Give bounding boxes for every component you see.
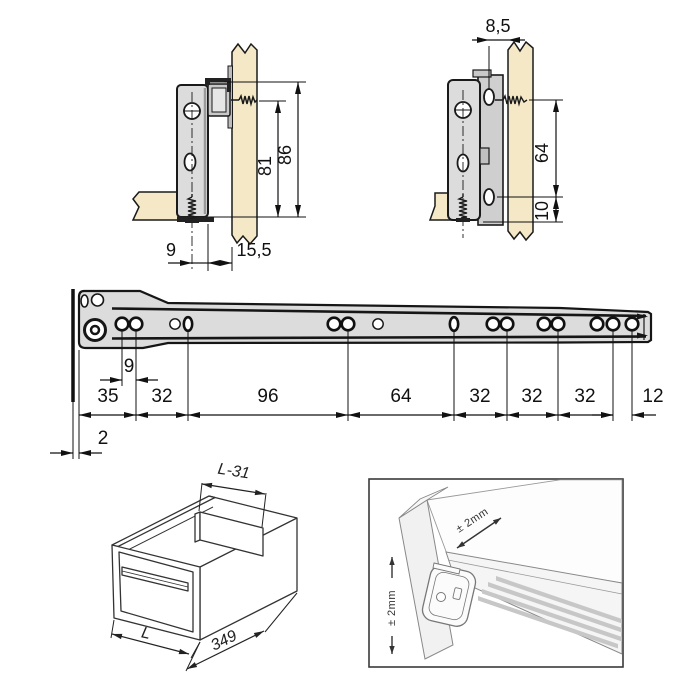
bracket-detail [421, 562, 477, 627]
screw-horizontal [231, 93, 258, 107]
bracket-side-view-diagram: 8,5 64 10 [428, 16, 563, 242]
dim-line-L31 [201, 482, 266, 496]
screw-head [185, 219, 199, 223]
back-plate-slot-top [483, 88, 495, 106]
screw-horizontal [495, 93, 528, 107]
back-plate-slot-bottom [483, 188, 495, 206]
rail-edge-line [447, 559, 623, 595]
dim-inner-width: L-31 [217, 462, 251, 482]
rail-slot-stripe [488, 582, 622, 633]
dim-seg-32b: 32 [469, 386, 490, 407]
bracket-front-view-diagram: 86 81 9 15,5 [131, 42, 306, 271]
rail-hole [485, 316, 501, 332]
cabinet-side-panel [507, 40, 534, 242]
bracket-plate [447, 79, 481, 221]
dim-screw-offset: 9 [166, 240, 176, 260]
dim-back-offset: 15,5 [236, 240, 271, 260]
back-rail-end [194, 511, 201, 543]
rail-slot-stripe [482, 589, 622, 642]
tolerance-vertical-label: ± 2mm [386, 590, 398, 626]
rail-hole [128, 316, 144, 332]
dim-seg-32c: 32 [521, 386, 542, 407]
rail-hole [340, 316, 356, 332]
roller-hub [89, 324, 101, 336]
rail-top-lip [111, 307, 647, 318]
side-rail-edge [121, 570, 189, 588]
front-plate-slot [80, 294, 89, 308]
rail-end-tab-bottom [637, 332, 648, 339]
rail-hole [550, 316, 566, 332]
dim-seg-12: 12 [642, 386, 663, 407]
cam-inner [211, 87, 227, 113]
dim-front-hole-spacing: 9 [124, 356, 135, 377]
dim-side-offset: 8,5 [485, 16, 510, 36]
dim-seg-96: 96 [257, 386, 278, 407]
ext-line [261, 492, 267, 528]
screw-vertical [456, 194, 468, 219]
latch-tab [479, 147, 490, 165]
rail-hole [326, 316, 342, 332]
dim-seg-64: 64 [390, 386, 412, 407]
rail-hole [605, 316, 621, 332]
dim-hole-spacing: 64 [532, 143, 552, 163]
ext-line [264, 592, 298, 633]
bracket-slot [183, 152, 197, 172]
rail-hole [624, 316, 640, 332]
dim-hole-height: 81 [255, 156, 275, 176]
slide-rail-body [77, 289, 653, 350]
rail-end-tab-top [637, 313, 648, 320]
rail-hole [499, 316, 515, 332]
rail-hole-thin [372, 318, 384, 330]
dim-seg-32d: 32 [574, 386, 595, 407]
drawer-front-frame [111, 544, 201, 641]
dim-bottom-offset: 10 [532, 201, 552, 221]
rail-bottom-lip [111, 335, 647, 340]
drawer-back-edge [208, 495, 298, 519]
screw-vertical [185, 194, 199, 220]
cabinet-back-panel [231, 42, 258, 246]
screw-head [456, 218, 470, 222]
slide-rail-diagram: 9 35 32 96 64 32 32 32 12 2 [50, 289, 664, 459]
dim-seg-32a: 32 [151, 386, 172, 407]
rail-hole [589, 316, 605, 332]
tolerance-arrow-depth [456, 517, 502, 549]
rail-slot-stripe [478, 596, 618, 649]
dim-width: L [140, 624, 152, 642]
clip-top [472, 69, 492, 78]
drawer-isometric-diagram: L-31 L 349 [110, 462, 298, 672]
dim-line-L [111, 633, 190, 655]
dim-front-gap: 2 [98, 428, 109, 449]
tolerance-detail-diagram: ± 2mm ± 2mm [368, 478, 624, 668]
rail-hole [114, 316, 130, 332]
back-rail [199, 511, 264, 557]
rail-hole [536, 316, 552, 332]
ext-line [198, 482, 203, 512]
rail-slot [448, 315, 460, 333]
dim-seg-35: 35 [97, 386, 118, 407]
front-plate-hole [90, 293, 105, 307]
dim-line-349 [186, 630, 265, 670]
rail-slot-stripe [496, 576, 622, 624]
rail-hole-thin [169, 318, 181, 330]
ext-line [110, 619, 115, 639]
panel-top-face [398, 486, 449, 519]
rail-slot [182, 315, 194, 333]
